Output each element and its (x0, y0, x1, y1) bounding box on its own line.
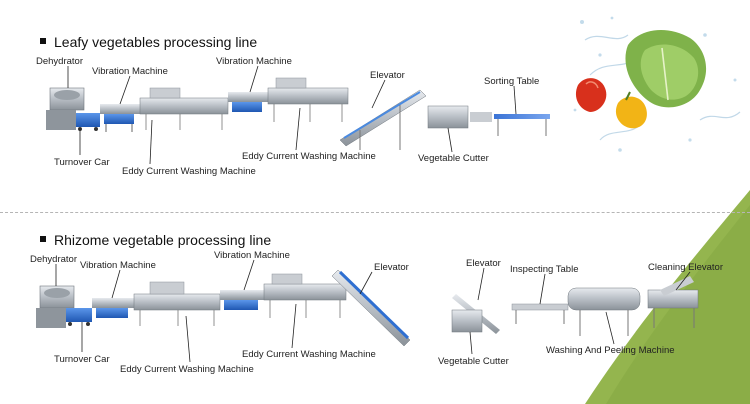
label-vibration-machine-2: Vibration Machine (216, 56, 292, 67)
label-vibration-machine-2: Vibration Machine (214, 250, 290, 261)
label-vibration-machine-1: Vibration Machine (80, 260, 156, 271)
label-turnover-car: Turnover Car (54, 157, 110, 168)
label-inspecting-table: Inspecting Table (510, 264, 579, 275)
label-eddy-current-washing-1: Eddy Current Washing Machine (120, 364, 254, 375)
bullet-square-icon (40, 236, 46, 243)
label-elevator: Elevator (370, 70, 405, 81)
label-elevator-1: Elevator (374, 262, 409, 273)
bullet-square-icon (40, 38, 46, 45)
label-washing-peeling-machine: Washing And Peeling Machine (546, 345, 675, 356)
rhizome-line-title: Rhizome vegetable processing line (40, 232, 271, 248)
label-elevator-2: Elevator (466, 258, 501, 269)
leafy-line-title: Leafy vegetables processing line (40, 34, 257, 50)
label-eddy-current-washing-1: Eddy Current Washing Machine (122, 166, 256, 177)
label-eddy-current-washing-2: Eddy Current Washing Machine (242, 349, 376, 360)
label-vegetable-cutter: Vegetable Cutter (438, 356, 509, 367)
section-divider (0, 212, 750, 213)
leafy-line-machines (46, 77, 550, 150)
rhizome-line-machines (36, 269, 699, 347)
leader-lines (55, 65, 691, 363)
label-dehydrator: Dehydrator (30, 254, 77, 265)
label-vegetable-cutter: Vegetable Cutter (418, 153, 489, 164)
label-eddy-current-washing-2: Eddy Current Washing Machine (242, 151, 376, 162)
label-dehydrator: Dehydrator (36, 56, 83, 67)
label-vibration-machine-1: Vibration Machine (92, 66, 168, 77)
label-cleaning-elevator: Cleaning Elevator (648, 262, 723, 273)
label-sorting-table: Sorting Table (484, 76, 540, 87)
label-turnover-car: Turnover Car (54, 354, 110, 365)
